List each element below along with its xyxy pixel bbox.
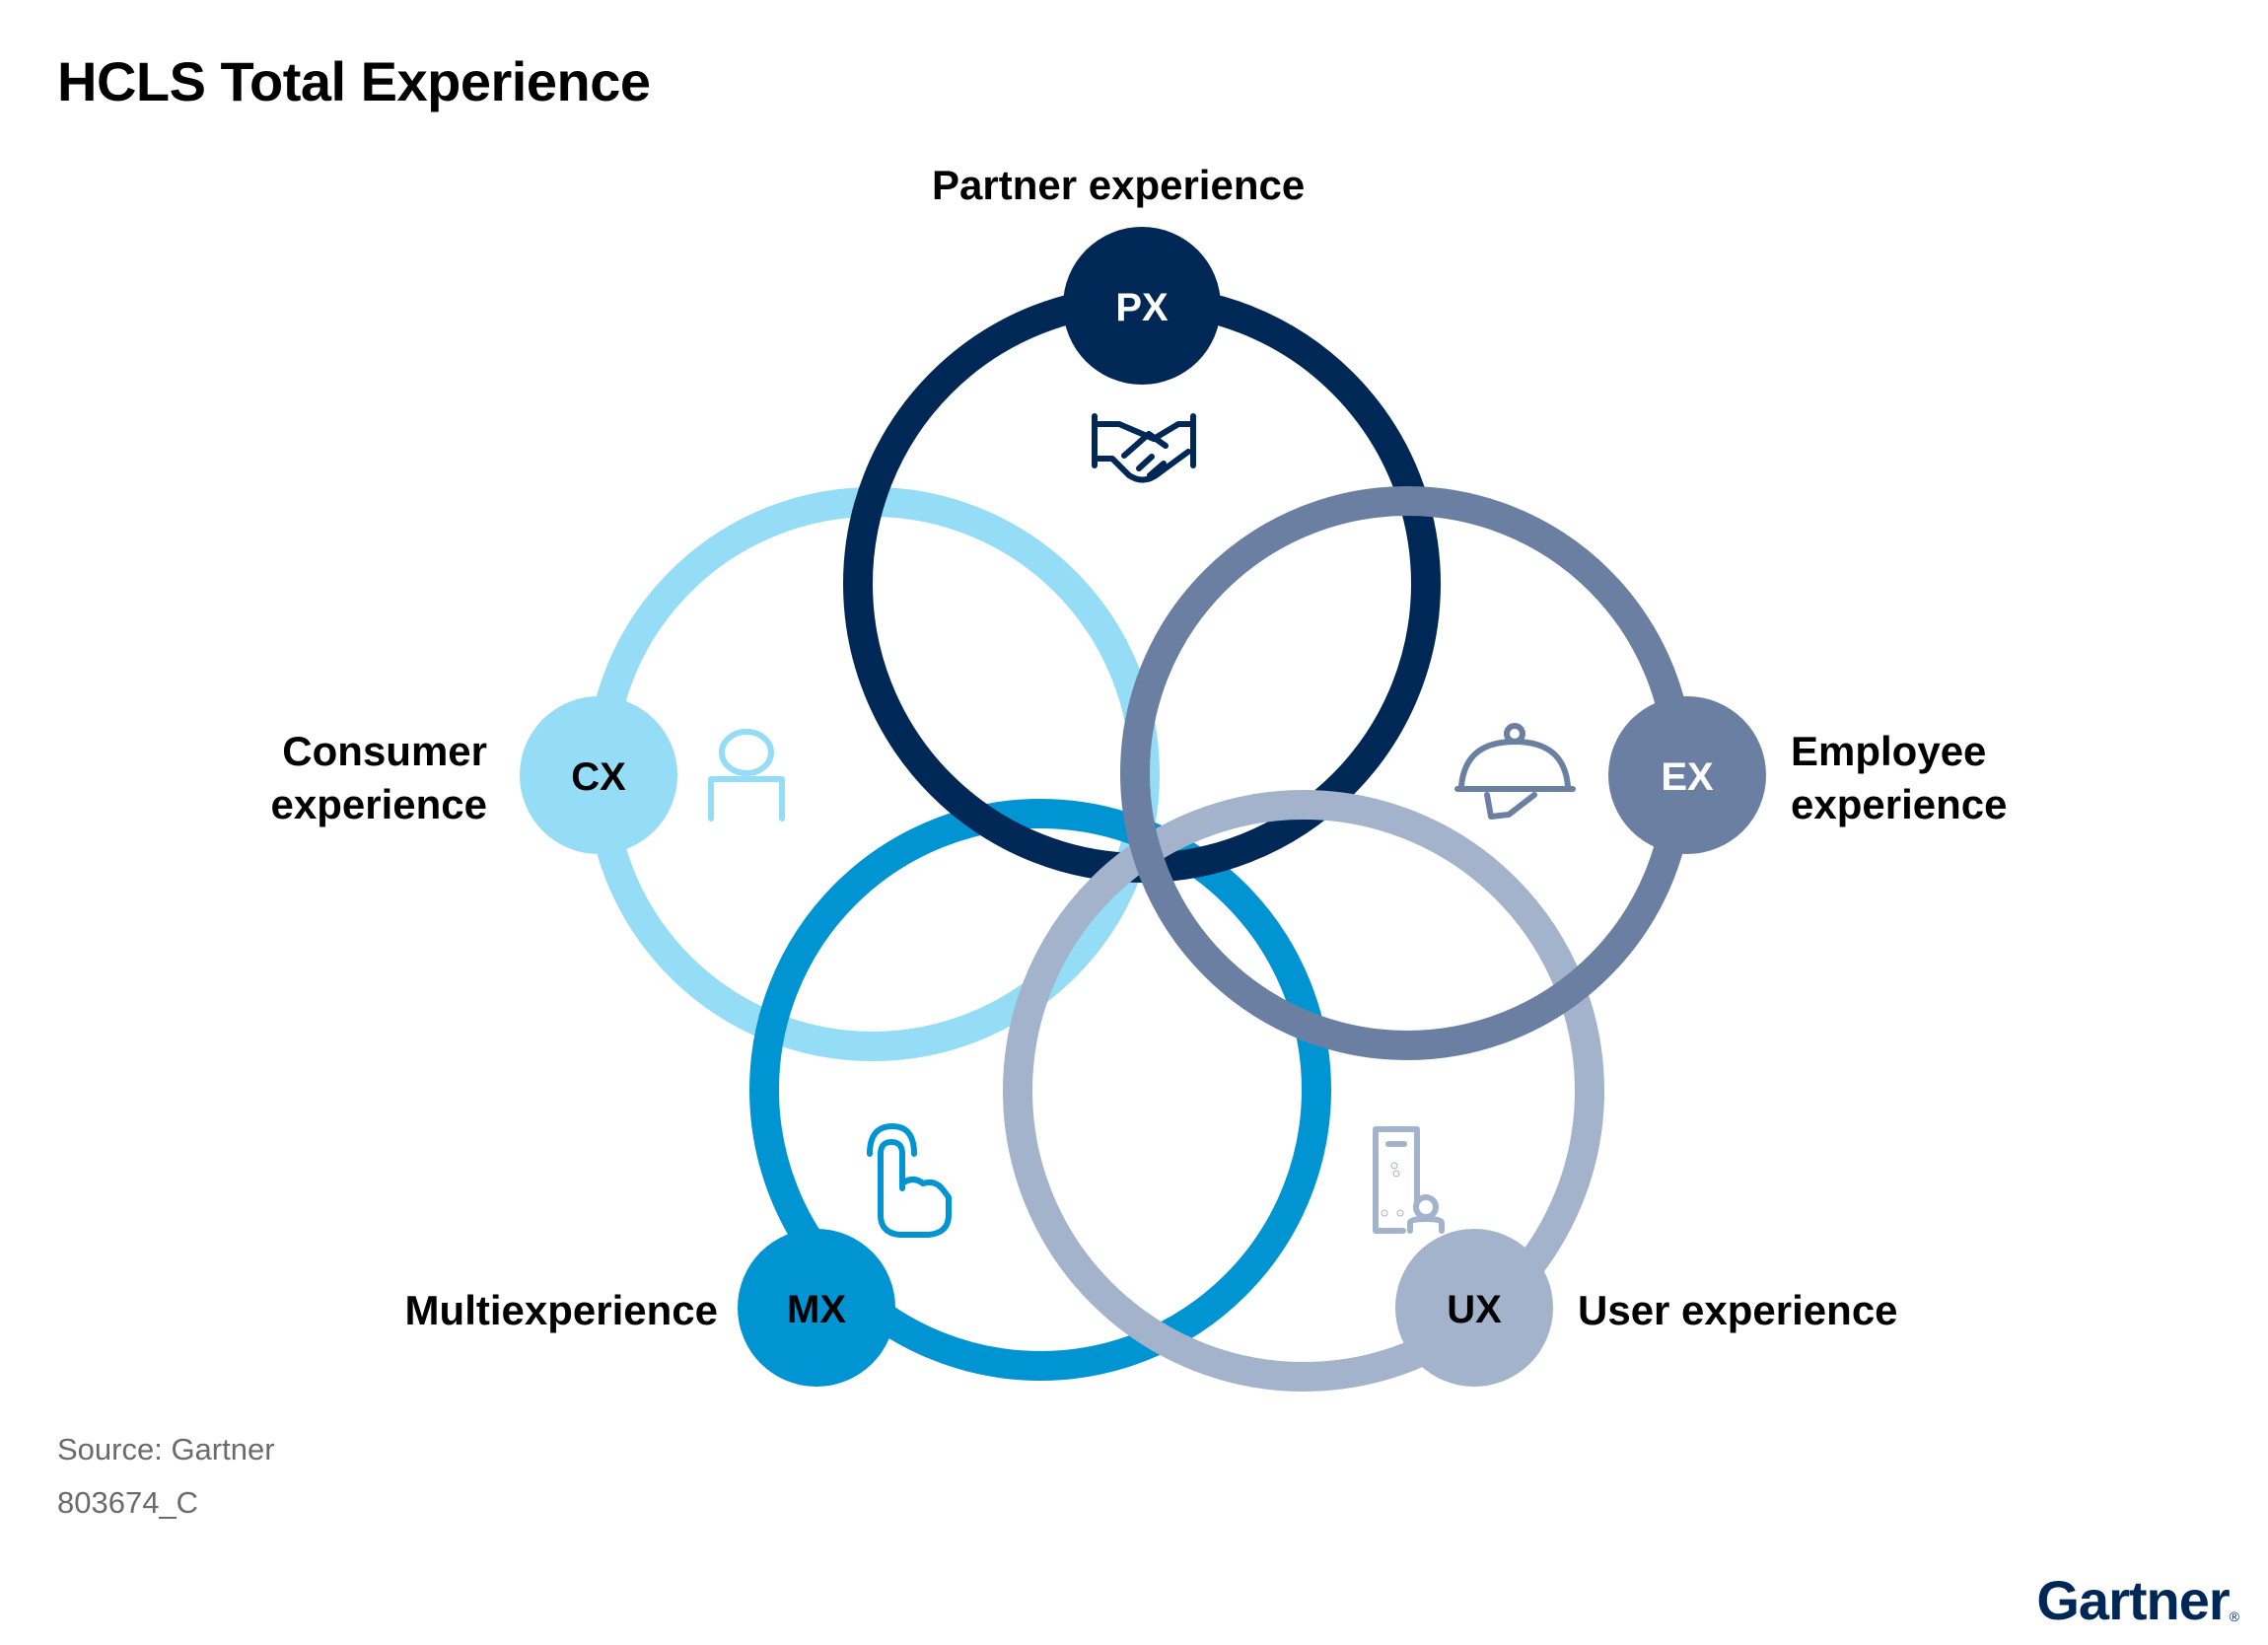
mx-badge: MX [738, 1229, 895, 1387]
svg-text:CX: CX [571, 755, 626, 799]
cx-label: Consumer experience [177, 725, 487, 831]
cx-badge: CX [520, 696, 677, 854]
ux-badge: UX [1395, 1229, 1553, 1387]
px-label: Partner experience [932, 162, 1306, 208]
brand-logo: Gartner® [2036, 1568, 2239, 1632]
source-note: Source: Gartner [57, 1432, 275, 1466]
cx-label-line1: Consumer [282, 728, 487, 774]
ex-ring [1120, 486, 1694, 1060]
ux-ring [1003, 790, 1604, 1392]
mx-ring [749, 799, 1331, 1381]
brand-name: Gartner [2036, 1569, 2230, 1631]
ux-label: User experience [1578, 1287, 1898, 1333]
device-user-icon [1373, 1126, 1445, 1234]
handshake-icon [1092, 413, 1196, 483]
figure-id: 803674_C [57, 1485, 199, 1520]
svg-text:UX: UX [1447, 1288, 1502, 1331]
ex-badge: EX [1608, 696, 1766, 854]
tap-hand-icon [867, 1123, 952, 1238]
registered-mark: ® [2229, 1609, 2239, 1624]
ex-label-line2: experience [1791, 781, 2008, 827]
px-badge: PX [1063, 227, 1221, 385]
svg-text:PX: PX [1115, 286, 1169, 329]
svg-text:MX: MX [787, 1288, 846, 1331]
svg-text:EX: EX [1661, 755, 1714, 799]
cx-label-line2: experience [270, 781, 487, 827]
ex-label: Employee experience [1791, 725, 2007, 831]
ex-label-line1: Employee [1791, 728, 1987, 774]
person-icon [708, 729, 785, 822]
page-title: HCLS Total Experience [57, 50, 651, 112]
mx-label: Multiexperience [404, 1287, 718, 1333]
service-bell-icon [1454, 723, 1576, 820]
